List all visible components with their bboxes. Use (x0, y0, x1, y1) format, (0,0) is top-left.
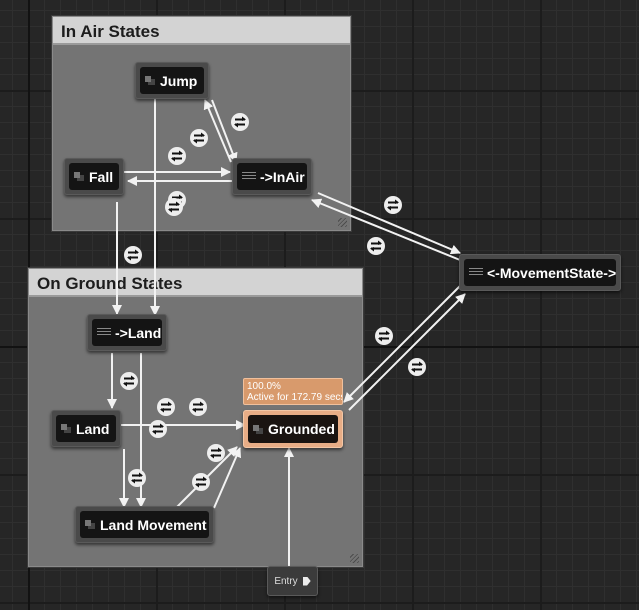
transition-rule-icon[interactable] (190, 129, 208, 147)
state-node-fall[interactable]: Fall (64, 158, 124, 195)
node-label: ->Land (115, 324, 162, 341)
conduit-node-movement-state[interactable]: <-MovementState-> (459, 254, 621, 291)
conduit-icon (469, 268, 483, 277)
active-percent: 100.0% (247, 381, 281, 392)
entry-pin-arrow-icon[interactable] (302, 576, 311, 586)
state-icon (253, 424, 263, 434)
node-label: ->InAir (260, 168, 305, 185)
node-label: Land (76, 420, 110, 437)
conduit-icon (242, 172, 256, 181)
state-node-jump[interactable]: Jump (135, 62, 209, 99)
transition-rule-icon[interactable] (367, 237, 385, 255)
node-label: Land Movement (100, 516, 207, 533)
entry-node[interactable]: Entry (267, 566, 318, 596)
in-air-states-comment[interactable]: In Air States (52, 16, 351, 231)
state-node-land-movement[interactable]: Land Movement (75, 506, 214, 543)
state-icon (61, 424, 71, 433)
transition-rule-icon[interactable] (149, 420, 167, 438)
node-label: Jump (160, 72, 198, 89)
state-icon (145, 76, 155, 85)
transition-rule-icon[interactable] (231, 113, 249, 131)
transition-rule-icon[interactable] (207, 444, 225, 462)
active-duration: Active for 172.79 secs (247, 392, 343, 403)
transition-rule-icon[interactable] (157, 398, 175, 416)
state-node-land[interactable]: Land (51, 410, 121, 447)
transition-rule-icon[interactable] (408, 358, 426, 376)
entry-label: Entry (274, 575, 298, 587)
transition-rule-icon[interactable] (384, 196, 402, 214)
transition-rule-icon[interactable] (124, 246, 142, 264)
grounded-active-status: 100.0% Active for 172.79 secs (243, 378, 343, 405)
transition-rule-icon[interactable] (128, 469, 146, 487)
transition-rule-icon[interactable] (375, 327, 393, 345)
state-node-grounded[interactable]: Grounded (243, 410, 343, 448)
conduit-node-to-in-air[interactable]: ->InAir (232, 158, 312, 195)
conduit-icon (97, 328, 111, 337)
transition-rule-icon[interactable] (192, 473, 210, 491)
state-icon (85, 520, 95, 529)
transition-rule-icon[interactable] (120, 372, 138, 390)
node-label: Grounded (268, 421, 335, 437)
in-air-resize-grip[interactable] (338, 218, 347, 227)
conduit-node-to-land[interactable]: ->Land (87, 314, 167, 351)
in-air-states-title: In Air States (53, 17, 350, 45)
state-icon (74, 172, 84, 181)
transition-rule-icon[interactable] (168, 147, 186, 165)
node-label: <-MovementState-> (487, 264, 617, 281)
transition-rule-icon[interactable] (189, 398, 207, 416)
transition-rule-icon[interactable] (165, 198, 183, 216)
node-label: Fall (89, 168, 114, 185)
on-ground-resize-grip[interactable] (350, 554, 359, 563)
on-ground-states-title: On Ground States (29, 269, 362, 297)
